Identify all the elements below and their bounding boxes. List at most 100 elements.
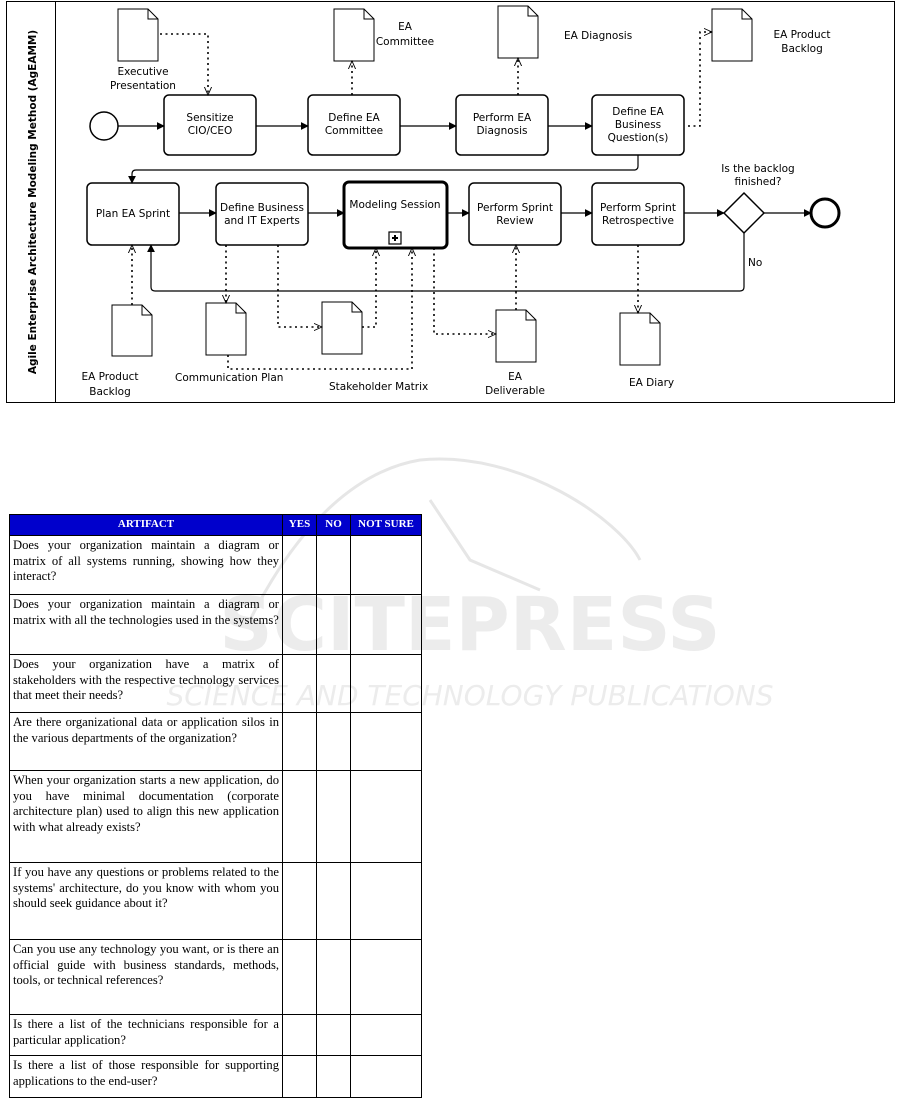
flow-gateway-no-loop <box>147 233 745 292</box>
answer-not-sure-cell[interactable] <box>350 594 422 655</box>
question-cell: Can you use any technology you want, or … <box>9 939 283 1015</box>
answer-yes-cell[interactable] <box>282 654 317 713</box>
answer-yes-cell[interactable] <box>282 939 317 1015</box>
answer-yes-cell[interactable] <box>282 862 317 940</box>
doc-ea-diary-icon <box>619 312 661 366</box>
doc-ea-product-backlog-bottom-icon <box>111 304 153 357</box>
question-cell: When your organization starts a new appl… <box>9 770 283 863</box>
task-plan-ea-sprint: Plan EA Sprint <box>86 182 180 246</box>
question-cell: Does your organization have a matrix of … <box>9 654 283 713</box>
assoc-business-to-backlog <box>688 32 712 127</box>
answer-not-sure-cell[interactable] <box>350 1014 422 1056</box>
answer-not-sure-cell[interactable] <box>350 939 422 1015</box>
doc-stakeholder-matrix-label: Stakeholder Matrix <box>329 381 428 393</box>
doc-ea-deliverable-icon <box>495 309 537 363</box>
assoc-modeling-to-deliverable <box>433 248 496 334</box>
answer-not-sure-cell[interactable] <box>350 712 422 771</box>
lane-label: Agile Enterprise Architecture Modeling M… <box>27 30 39 374</box>
doc-ea-diary-label: EA Diary <box>629 377 674 389</box>
answer-yes-cell[interactable] <box>282 1014 317 1056</box>
process-diagram: Agile Enterprise Architecture Modeling M… <box>6 1 895 403</box>
table-row: Does your organization maintain a diagra… <box>9 535 422 595</box>
answer-not-sure-cell[interactable] <box>350 862 422 940</box>
doc-ea-diagnosis-icon <box>497 5 539 59</box>
svg-text:Modeling Session: Modeling Session <box>349 199 440 211</box>
doc-ea-committee-icon <box>333 8 375 62</box>
doc-communication-plan-icon <box>205 302 247 356</box>
subprocess-modeling-session: Modeling Session <box>342 180 449 250</box>
table-row: When your organization starts a new appl… <box>9 770 422 863</box>
doc-communication-plan-label: Communication Plan <box>175 372 283 384</box>
header-no: NO <box>316 514 351 536</box>
answer-no-cell[interactable] <box>316 594 351 655</box>
answer-not-sure-cell[interactable] <box>350 1055 422 1098</box>
question-cell: Is there a list of the technicians respo… <box>9 1014 283 1056</box>
answer-not-sure-cell[interactable] <box>350 770 422 863</box>
answer-not-sure-cell[interactable] <box>350 654 422 713</box>
table-row: Can you use any technology you want, or … <box>9 939 422 1015</box>
answer-no-cell[interactable] <box>316 654 351 713</box>
flow-business-to-plan <box>128 155 639 184</box>
end-event <box>809 197 841 229</box>
question-cell: Are there organizational data or applica… <box>9 712 283 771</box>
doc-ea-diagnosis-label: EA Diagnosis <box>564 30 632 42</box>
question-cell: Does your organization maintain a diagra… <box>9 535 283 595</box>
answer-no-cell[interactable] <box>316 712 351 771</box>
start-event <box>89 111 119 141</box>
assoc-stakeholder-to-modeling <box>362 248 376 328</box>
table-row: Does your organization maintain a diagra… <box>9 594 422 655</box>
question-cell: Does your organization maintain a diagra… <box>9 594 283 655</box>
table-row: If you have any questions or problems re… <box>9 862 422 940</box>
answer-no-cell[interactable] <box>316 862 351 940</box>
assoc-experts-to-stakeholder <box>277 245 322 327</box>
table-row: Are there organizational data or applica… <box>9 712 422 771</box>
assoc-communication-to-modeling <box>227 248 412 370</box>
table-row: Is there a list of the technicians respo… <box>9 1014 422 1056</box>
table-header-row: ARTIFACT YES NO NOT SURE <box>9 514 422 536</box>
svg-text:Plan EA Sprint: Plan EA Sprint <box>96 208 170 220</box>
answer-no-cell[interactable] <box>316 1055 351 1098</box>
pool-frame <box>6 1 895 403</box>
header-not-sure: NOT SURE <box>350 514 422 536</box>
header-artifact: ARTIFACT <box>9 514 283 536</box>
answer-yes-cell[interactable] <box>282 712 317 771</box>
answer-yes-cell[interactable] <box>282 535 317 595</box>
answer-no-cell[interactable] <box>316 770 351 863</box>
answer-no-cell[interactable] <box>316 1014 351 1056</box>
answer-not-sure-cell[interactable] <box>350 535 422 595</box>
table-row: Is there a list of those responsible for… <box>9 1055 422 1098</box>
doc-ea-product-backlog-top-icon <box>711 8 753 62</box>
table-row: Does your organization have a matrix of … <box>9 654 422 713</box>
answer-no-cell[interactable] <box>316 535 351 595</box>
artifact-table: ARTIFACT YES NO NOT SURE Does your organ… <box>9 514 422 1098</box>
answer-yes-cell[interactable] <box>282 594 317 655</box>
doc-executive-presentation-icon <box>117 8 159 62</box>
answer-no-cell[interactable] <box>316 939 351 1015</box>
doc-stakeholder-matrix-icon <box>321 301 363 355</box>
question-cell: If you have any questions or problems re… <box>9 862 283 940</box>
answer-yes-cell[interactable] <box>282 770 317 863</box>
watermark-swoosh-inner <box>428 499 541 592</box>
header-yes: YES <box>282 514 317 536</box>
question-cell: Is there a list of those responsible for… <box>9 1055 283 1098</box>
answer-yes-cell[interactable] <box>282 1055 317 1098</box>
